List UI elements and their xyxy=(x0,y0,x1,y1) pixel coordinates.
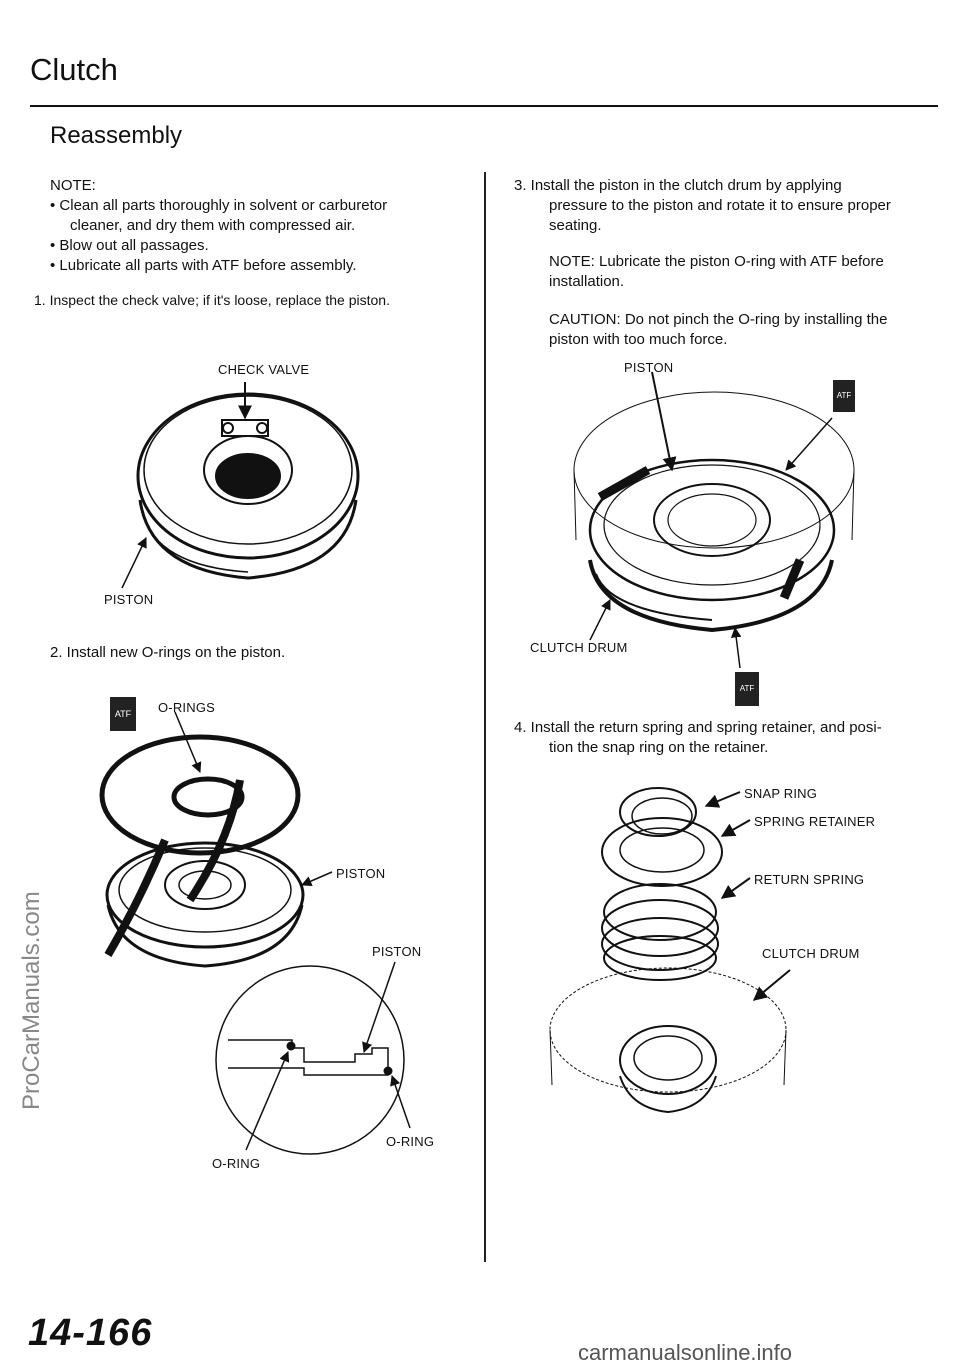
arrow-o-rings xyxy=(174,711,202,773)
arrow-piston-fig1 xyxy=(121,537,147,589)
label-piston-fig2b: PISTON xyxy=(372,944,422,959)
label-return-spring: RETURN SPRING xyxy=(754,872,865,887)
label-clutch-drum-fig3: CLUTCH DRUM xyxy=(530,640,628,655)
arrow-piston-fig2a xyxy=(301,871,333,887)
label-check-valve: CHECK VALVE xyxy=(218,362,310,377)
arrow-clutch-drum-fig4 xyxy=(752,969,791,1001)
footer-site: carmanualsonline.info xyxy=(578,1340,793,1365)
column-divider xyxy=(484,172,486,1262)
label-piston-fig3: PISTON xyxy=(624,360,674,375)
arrow-piston-fig2b xyxy=(362,961,396,1053)
step-1-text: 1. Inspect the check valve; if it's loos… xyxy=(34,292,390,308)
step-2-text: 2. Install new O-rings on the piston. xyxy=(50,644,286,661)
arrow-snap-ring xyxy=(704,791,741,808)
atf-icon: ATF xyxy=(110,697,136,731)
note-item-1-cont: cleaner, and dry them with compressed ai… xyxy=(70,217,356,234)
page-title: Clutch xyxy=(30,52,118,87)
label-piston-fig2a: PISTON xyxy=(336,866,386,881)
note-item-3: • Lubricate all parts with ATF before as… xyxy=(50,257,357,274)
atf-icon: ATF xyxy=(833,380,855,412)
arrow-clutch-drum-fig3 xyxy=(589,599,611,641)
arrow-o-ring-b xyxy=(390,1075,411,1129)
o-ring-detail xyxy=(215,965,405,1155)
label-o-ring-a: O-RING xyxy=(212,1156,261,1171)
step-3-note-2: installation. xyxy=(549,273,625,290)
step-3-line-3: seating. xyxy=(549,217,602,234)
piston-figure-1 xyxy=(136,392,360,580)
note-item-2: • Blow out all passages. xyxy=(50,237,209,254)
arrow-atf-top xyxy=(785,417,833,471)
arrow-spring-retainer xyxy=(720,819,751,837)
atf-icon: ATF xyxy=(735,672,759,706)
clutch-drum-figure-3 xyxy=(573,391,855,633)
note-heading: NOTE: xyxy=(50,177,96,194)
watermark: ProCarManuals.com xyxy=(18,891,45,1110)
label-o-ring-b: O-RING xyxy=(386,1134,435,1149)
step-3-caution-2: piston with too much force. xyxy=(549,331,728,348)
label-piston-fig1: PISTON xyxy=(104,592,154,607)
step-3-note-1: NOTE: Lubricate the piston O-ring with A… xyxy=(549,253,884,270)
title-divider xyxy=(30,105,938,107)
step-4-line-1: 4. Install the return spring and spring … xyxy=(514,719,882,736)
page-number: 14-166 xyxy=(28,1312,153,1354)
arrow-return-spring xyxy=(720,877,751,899)
arrow-atf-bottom xyxy=(730,626,742,669)
label-spring-retainer: SPRING RETAINER xyxy=(754,814,876,829)
piston-figure-2 xyxy=(99,734,305,968)
step-4-line-2: tion the snap ring on the retainer. xyxy=(549,739,769,756)
step-3-line-1: 3. Install the piston in the clutch drum… xyxy=(514,177,842,194)
label-o-rings: O-RINGS xyxy=(158,700,216,715)
step-3-line-2: pressure to the piston and rotate it to … xyxy=(549,197,891,214)
label-clutch-drum-fig4: CLUTCH DRUM xyxy=(762,946,860,961)
step-3-caution-1: CAUTION: Do not pinch the O-ring by inst… xyxy=(549,311,888,328)
arrow-o-ring-a xyxy=(245,1051,290,1151)
section-title: Reassembly xyxy=(50,122,183,149)
label-snap-ring: SNAP RING xyxy=(744,786,818,801)
note-item-1: • Clean all parts thoroughly in solvent … xyxy=(50,197,388,214)
arrow-piston-fig3 xyxy=(651,371,677,472)
spring-assembly-figure-4 xyxy=(549,787,787,1114)
